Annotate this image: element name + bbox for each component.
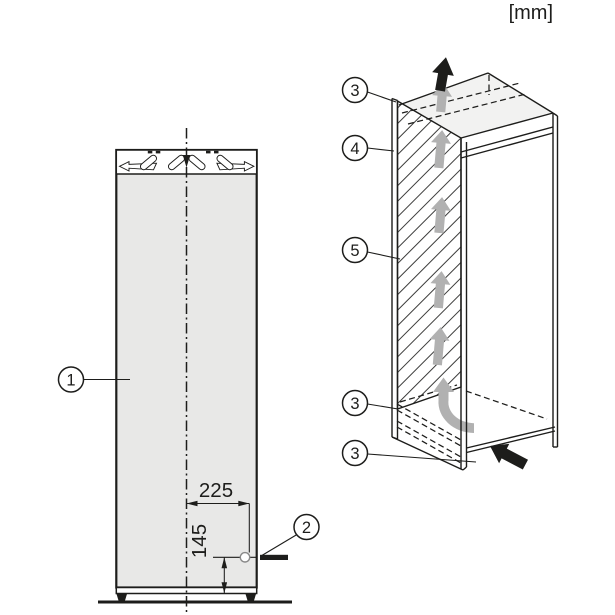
niche-view-figure: 3 4 5 3 3 [341, 57, 559, 471]
callout-plinth-vent-number: 3 [350, 445, 359, 463]
bracket-tick [206, 150, 211, 154]
airflow-arrows [429, 83, 453, 366]
callout-appliance: 1 [57, 366, 130, 393]
callout-rear-duct: 5 [341, 236, 401, 264]
bracket-slot-angled [216, 154, 234, 171]
niche-top-face [400, 73, 553, 138]
socket-marker-bar [260, 554, 288, 560]
airflow-curved-arrow [433, 377, 474, 433]
bracket-centre-marker [182, 155, 191, 168]
callout-vent-top: 3 [341, 76, 397, 104]
callout-side-panel-number: 4 [350, 140, 359, 158]
airflow-arrow-up [431, 130, 451, 169]
appliance-foot-left [116, 594, 127, 601]
callout-connection: 2 [260, 513, 320, 557]
bracket-tick [214, 150, 219, 154]
airflow-arrow-up [430, 271, 451, 309]
callout-plinth-vent: 3 [341, 439, 477, 467]
exhaust-air-arrow [432, 57, 454, 92]
intake-air-arrow [490, 443, 528, 470]
dimension-horizontal-value: 225 [199, 479, 233, 502]
callout-rear-duct-number: 5 [350, 242, 359, 260]
units-label: [mm] [509, 2, 553, 24]
dimension-vertical-value: 145 [188, 524, 211, 558]
vent-duct-panel [396, 99, 462, 410]
callout-vent-bottom: 3 [341, 389, 399, 417]
hidden-edges [396, 75, 548, 464]
bracket-tick [147, 150, 153, 154]
front-view-figure: 225 145 1 2 [57, 128, 320, 613]
callout-vent-top-number: 3 [350, 82, 359, 100]
niche-structure [391, 72, 559, 471]
bracket-slot-angled [139, 154, 158, 171]
bracket-tick [155, 150, 161, 154]
ground-line [98, 600, 292, 604]
connection-point-circle [239, 551, 251, 563]
airflow-arrow-up [432, 83, 453, 113]
callout-appliance-number: 1 [66, 371, 75, 389]
appliance-foot-right [245, 594, 256, 601]
callout-vent-bottom-number: 3 [350, 395, 359, 413]
dimension-horizontal: 225 [186, 479, 250, 553]
callout-connection-number: 2 [302, 519, 311, 537]
callout-side-panel: 4 [341, 134, 395, 162]
airflow-arrow-up [430, 197, 451, 234]
airflow-arrow-up [429, 327, 450, 366]
